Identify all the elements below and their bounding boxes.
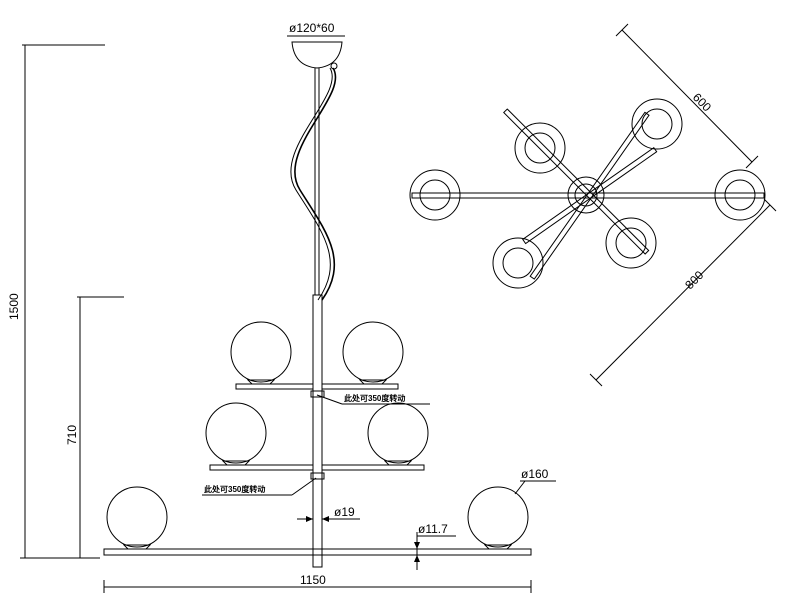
- dim-plan-depth-ext-a: [615, 23, 629, 37]
- plan-globe-left-inner: [419, 179, 451, 211]
- plan-globe-bottom-right-inner: [615, 227, 647, 259]
- globe-bottom-right: [467, 486, 529, 548]
- plan-globe-top-right-inner: [641, 108, 673, 140]
- rotation-joint-lower: [310, 472, 325, 480]
- arm-upper-left: [235, 383, 314, 390]
- power-cable: [294, 67, 337, 301]
- ceiling-canopy: [291, 41, 343, 69]
- plan-hub-inner: [574, 183, 598, 207]
- plan-hub-outer: [567, 176, 605, 214]
- note-rotate-lower: 此处可350度转动: [204, 484, 265, 494]
- dim-globe-leader: [514, 480, 526, 495]
- plan-globe-right-inner: [724, 179, 756, 211]
- dim-total-width-label: 1150: [300, 573, 326, 587]
- plan-globe-bottom-left: [492, 237, 544, 289]
- plan-globe-top-left-inner: [524, 132, 556, 164]
- dim-arm-arrowhead-bottom: [414, 555, 420, 562]
- plan-arm-diagonal-b: [503, 108, 650, 255]
- arm-upper-right: [321, 383, 399, 390]
- dim-globe-label: ø160: [521, 467, 549, 481]
- globe-bottom-left: [106, 486, 168, 548]
- power-cable-inner: [290, 67, 333, 301]
- dim-canopy-label: ø120*60: [289, 21, 335, 35]
- dim-plan-width-ext-a: [589, 373, 603, 387]
- dim-arm-label: ø11.7: [418, 522, 448, 536]
- globe-upper-right: [342, 321, 404, 383]
- front-elevation: 此处可350度转动 此处可350度转动 ø120*60 1500 710 115…: [7, 21, 556, 593]
- arm-bottom: [103, 548, 532, 556]
- dim-stem-arrowhead-right: [322, 516, 329, 522]
- globe-middle-right: [367, 402, 429, 464]
- dim-stem-arrowhead-left: [306, 516, 313, 522]
- rotation-joint-upper: [310, 390, 325, 398]
- plan-globe-left: [409, 169, 461, 221]
- dim-lower-height-label: 710: [65, 425, 79, 445]
- plan-globe-top-right: [631, 98, 683, 150]
- plan-globe-bottom-left-inner: [502, 247, 534, 279]
- plan-globe-right: [714, 169, 766, 221]
- arm-middle-right: [321, 464, 425, 471]
- arm-middle-left: [209, 464, 314, 471]
- dim-stem-label: ø19: [334, 505, 355, 519]
- plan-globe-bottom-right: [605, 217, 657, 269]
- main-stem: [312, 294, 323, 568]
- dim-plan-depth-line: [621, 29, 753, 163]
- dim-plan-width-ext-b: [763, 198, 777, 212]
- plan-globe-top-left: [514, 122, 566, 174]
- note-rotate-upper: 此处可350度转动: [344, 393, 405, 403]
- globe-upper-left: [230, 321, 292, 383]
- dim-total-height-label: 1500: [7, 293, 21, 320]
- canopy-screw: [330, 62, 338, 70]
- dim-plan-depth-ext-b: [745, 155, 759, 169]
- plan-arm-diagonal-c: [529, 111, 650, 280]
- leader-rotate-lower: [291, 477, 317, 496]
- dim-arm-arrowhead-top: [414, 542, 420, 549]
- leader-rotate-upper: [316, 394, 343, 405]
- dim-plan-width-line: [595, 204, 771, 381]
- globe-middle-left: [205, 402, 267, 464]
- dim-plan-width-label: 800: [682, 268, 706, 292]
- dim-plan-depth-label: 600: [690, 90, 714, 114]
- plan-view: 600 800: [409, 23, 777, 387]
